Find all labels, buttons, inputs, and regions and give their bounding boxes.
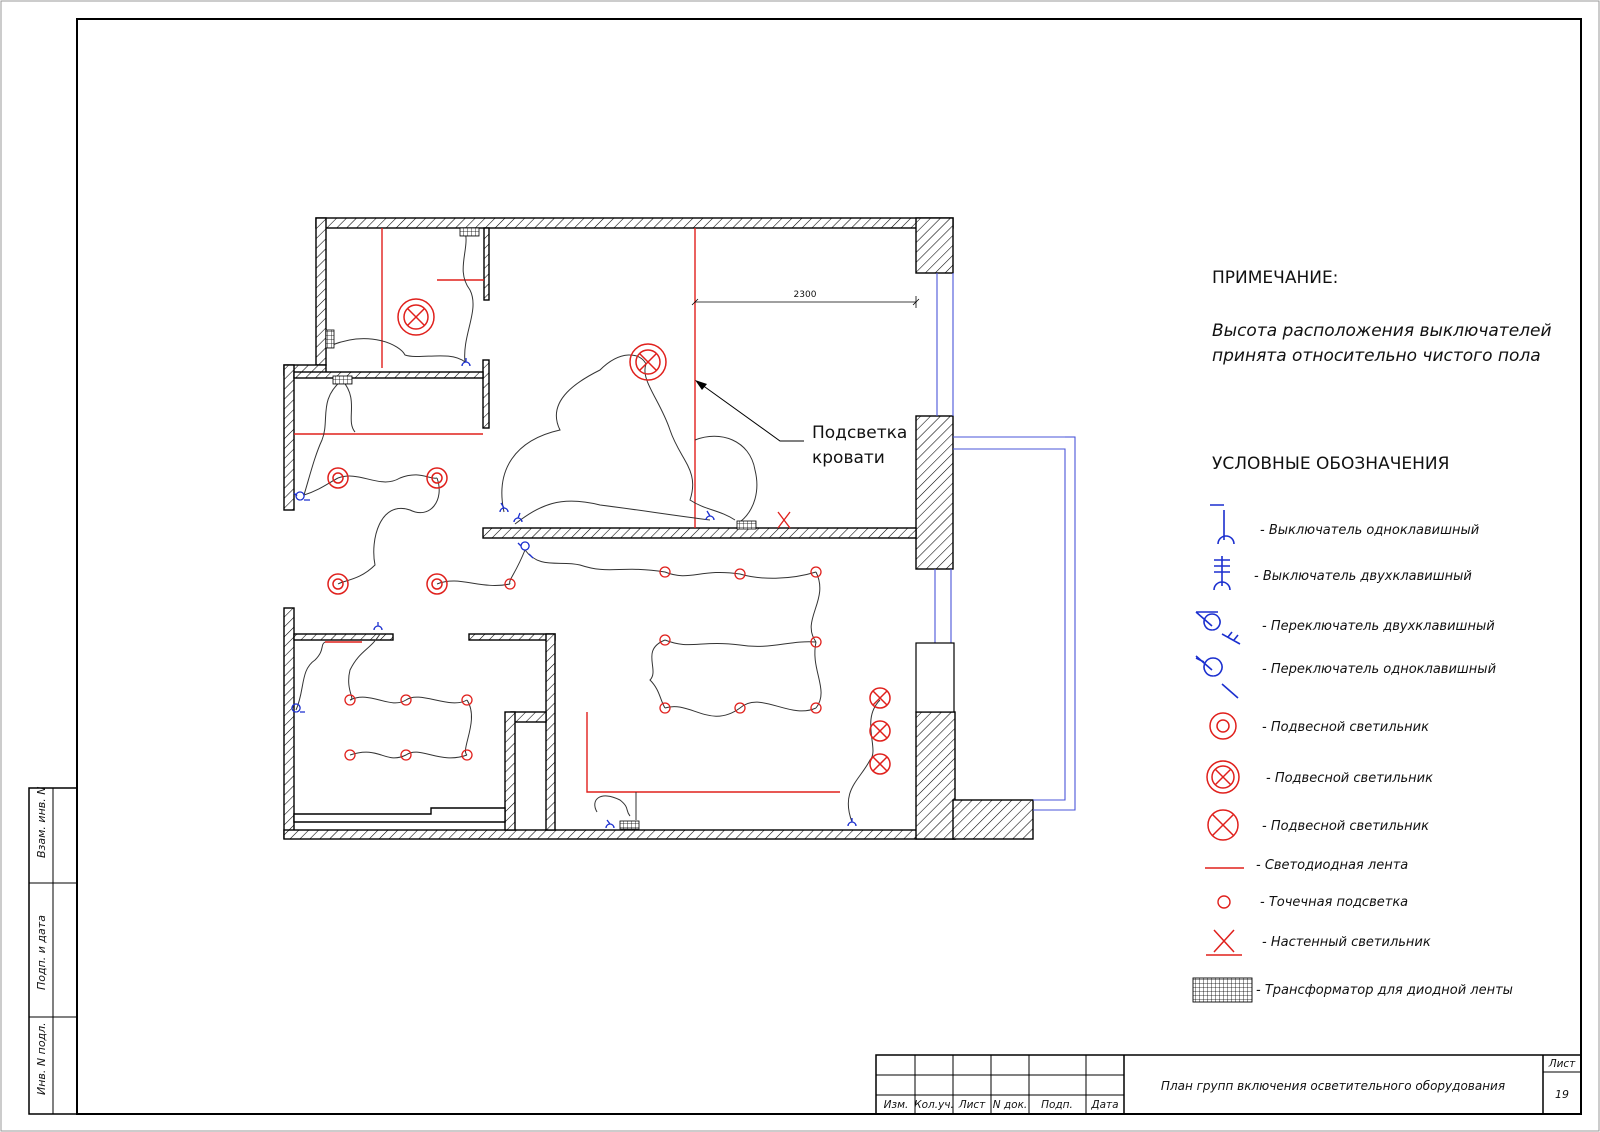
note-block: ПРИМЕЧАНИЕ: Высота расположения выключат… <box>1212 268 1552 366</box>
legend-item-4: - Переключатель одноклавишный <box>1262 662 1496 677</box>
sheet-number: 19 <box>1555 1088 1569 1101</box>
drawing-frame <box>76 18 1582 1115</box>
switch-single-icon <box>1210 504 1235 545</box>
wall-light-icon <box>1206 929 1242 956</box>
dimension-2300 <box>691 296 920 308</box>
legend-item-10: - Настенный светильник <box>1262 935 1431 950</box>
legend-item-7: - Подвесной светильник <box>1262 819 1429 834</box>
col-izm: Изм. <box>884 1099 909 1111</box>
legend-item-11: - Трансформатор для диодной ленты <box>1256 983 1513 998</box>
transformers <box>325 227 757 830</box>
legend-heading: УСЛОВНЫЕ ОБОЗНАЧЕНИЯ <box>1212 454 1449 474</box>
col-koluch: Кол.уч. <box>914 1099 954 1111</box>
changeover-double-icon <box>1195 611 1241 645</box>
callout-leader <box>697 381 804 442</box>
walls <box>283 217 1034 840</box>
dimension-label: 2300 <box>794 290 817 300</box>
callout-line2: кровати <box>812 448 885 468</box>
floor-plan: 2300 Подсветка кровати <box>283 217 1076 840</box>
transformer-icon <box>1192 977 1253 1003</box>
pendant-cross-ring-icon <box>1206 760 1240 794</box>
pendant-cross-icon <box>1207 809 1239 841</box>
changeover-single-icon <box>1195 655 1239 699</box>
legend-item-8: - Светодиодная лента <box>1256 858 1408 873</box>
col-list: Лист <box>958 1099 986 1111</box>
switches-plan <box>291 358 857 829</box>
spot-lights-plan <box>344 566 822 761</box>
note-line2: принята относительно чистого пола <box>1212 346 1541 366</box>
spot-light-icon <box>1217 895 1231 909</box>
legend-item-6: - Подвесной светильник <box>1266 771 1433 786</box>
legend-item-5: - Подвесной светильник <box>1262 720 1429 735</box>
legend-item-9: - Точечная подсветка <box>1260 895 1408 910</box>
col-data: Дата <box>1090 1099 1118 1111</box>
col-ndok: N док. <box>993 1099 1028 1111</box>
col-podp: Подп. <box>1041 1099 1073 1111</box>
pendant-lights-plan <box>327 298 891 775</box>
legend-item-3: - Переключатель двухклавишный <box>1262 619 1495 634</box>
legend: УСЛОВНЫЕ ОБОЗНАЧЕНИЯ - Выключатель однок… <box>1192 454 1513 1003</box>
wall-light-plan <box>777 511 791 529</box>
led-strips <box>294 228 840 793</box>
wiring <box>295 229 881 823</box>
stamp-replace-label: Взам. инв. N <box>35 787 48 858</box>
legend-item-2: - Выключатель двухклавишный <box>1254 569 1472 584</box>
legend-item-1: - Выключатель одноклавишный <box>1260 523 1479 538</box>
balcony-window <box>934 273 1076 811</box>
sheet-label: Лист <box>1548 1058 1576 1070</box>
callout-line1: Подсветка <box>812 423 907 443</box>
pendant-ring-icon <box>1209 712 1237 740</box>
stamp-inv-label: Инв. N подл. <box>35 1022 48 1095</box>
stamp-sign-label: Подп. и дата <box>35 915 48 990</box>
side-stamp: Инв. N подл. Подп. и дата Взам. инв. N <box>28 787 78 1115</box>
note-line1: Высота расположения выключателей <box>1212 321 1552 341</box>
note-heading: ПРИМЕЧАНИЕ: <box>1212 268 1338 288</box>
title-block: Изм. Кол.уч. Лист N док. Подп. Дата План… <box>875 1054 1582 1115</box>
switch-double-icon <box>1213 556 1231 591</box>
drawing-title: План групп включения осветительного обор… <box>1161 1079 1505 1093</box>
